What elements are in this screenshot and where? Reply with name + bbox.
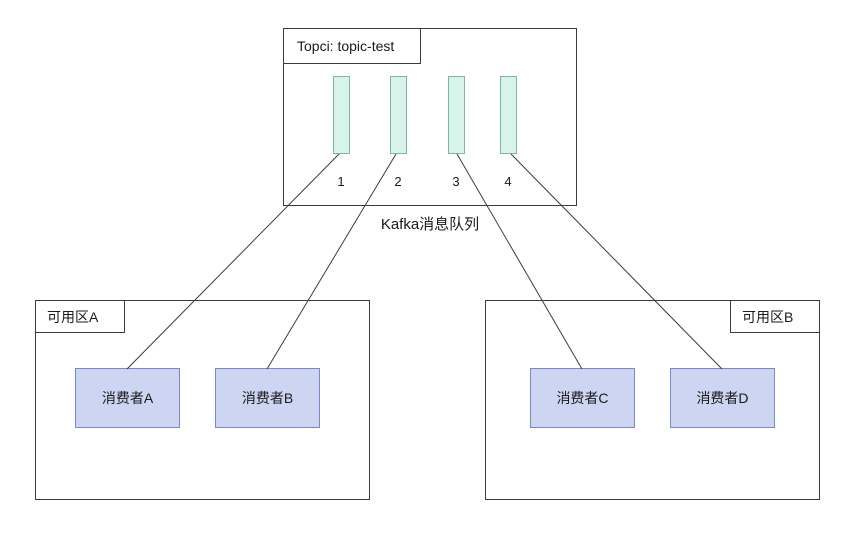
partition-bar-2 bbox=[390, 76, 407, 154]
partition-bar-3 bbox=[448, 76, 465, 154]
consumer-c-label: 消费者C bbox=[556, 390, 609, 406]
zone-a-label-box: 可用区A bbox=[35, 300, 125, 333]
partition-label-3: 3 bbox=[452, 174, 460, 189]
consumer-b-label: 消费者B bbox=[241, 390, 294, 406]
consumer-a-label: 消费者A bbox=[101, 390, 154, 406]
consumer-b-box: 消费者B bbox=[215, 368, 320, 428]
partition-label-1: 1 bbox=[337, 174, 345, 189]
zone-a-label: 可用区A bbox=[47, 308, 99, 325]
zone-b-label-box: 可用区B bbox=[730, 300, 820, 333]
consumer-c-box: 消费者C bbox=[530, 368, 635, 428]
partition-bar-1 bbox=[333, 76, 350, 154]
consumer-d-box: 消费者D bbox=[670, 368, 775, 428]
zone-b-label: 可用区B bbox=[742, 308, 794, 325]
topic-title-box: Topci: topic-test bbox=[283, 28, 421, 64]
topic-box bbox=[283, 28, 577, 206]
partition-bar-4 bbox=[500, 76, 517, 154]
partition-label-2: 2 bbox=[394, 174, 402, 189]
topic-title-label: Topci: topic-test bbox=[297, 38, 395, 54]
kafka-queue-caption: Kafka消息队列 bbox=[380, 216, 480, 233]
partition-label-4: 4 bbox=[504, 174, 512, 189]
consumer-d-label: 消费者D bbox=[696, 390, 749, 406]
consumer-a-box: 消费者A bbox=[75, 368, 180, 428]
